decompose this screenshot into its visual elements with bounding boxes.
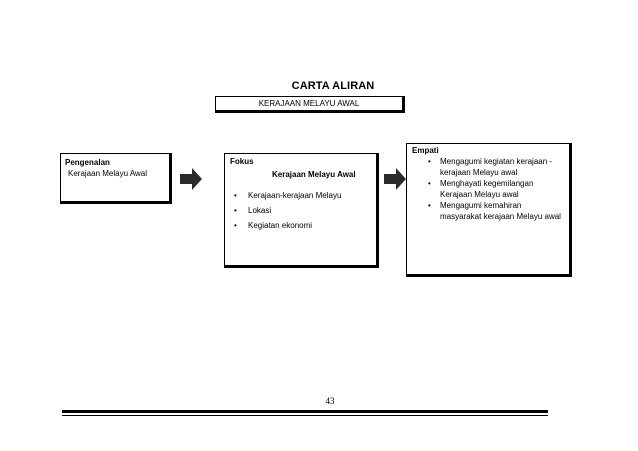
pengenalan-box: Pengenalan Kerajaan Melayu Awal	[60, 153, 172, 204]
fokus-list: •Kerajaan-kerajaan Melayu •Lokasi •Kegia…	[230, 190, 371, 231]
bullet-icon: •	[234, 206, 237, 215]
list-item: •Mengagumi kemahiran masyarakat kerajaan…	[428, 201, 561, 221]
bullet-icon: •	[428, 179, 431, 188]
empati-heading: Empati	[412, 146, 439, 155]
empati-box: Empati •Mengagumi kegiatan kerajaan - ke…	[406, 143, 572, 277]
list-item: •Mengagumi kegiatan kerajaan - kerajaan …	[428, 157, 553, 177]
bullet-icon: •	[428, 201, 431, 210]
block-arrow-right-icon	[180, 168, 202, 190]
block-arrow-right-icon	[384, 168, 406, 190]
list-item: •Kegiatan ekonomi	[234, 221, 313, 230]
list-item: •Menghayati kegemilangan Kerajaan Melayu…	[428, 179, 534, 199]
chart-subtitle-box: KERAJAAN MELAYU AWAL	[215, 96, 405, 113]
empati-list: •Mengagumi kegiatan kerajaan - kerajaan …	[412, 156, 564, 222]
chart-title: CARTA ALIRAN	[291, 80, 375, 92]
footer-rule-thick	[62, 410, 548, 413]
list-item: •Lokasi	[234, 206, 272, 215]
bullet-icon: •	[234, 191, 237, 200]
bullet-icon: •	[234, 221, 237, 230]
fokus-subheading: Kerajaan Melayu Awal	[272, 170, 356, 179]
fokus-box: Fokus Kerajaan Melayu Awal •Kerajaan-ker…	[224, 153, 379, 268]
bullet-icon: •	[428, 157, 431, 166]
chart-subtitle: KERAJAAN MELAYU AWAL	[258, 99, 360, 108]
page-number: 43	[325, 396, 335, 406]
fokus-heading: Fokus	[230, 157, 254, 166]
list-item: •Kerajaan-kerajaan Melayu	[234, 191, 342, 200]
footer-rule-thin	[62, 415, 548, 416]
pengenalan-heading: Pengenalan	[65, 158, 110, 167]
pengenalan-content: Kerajaan Melayu Awal	[68, 169, 148, 178]
